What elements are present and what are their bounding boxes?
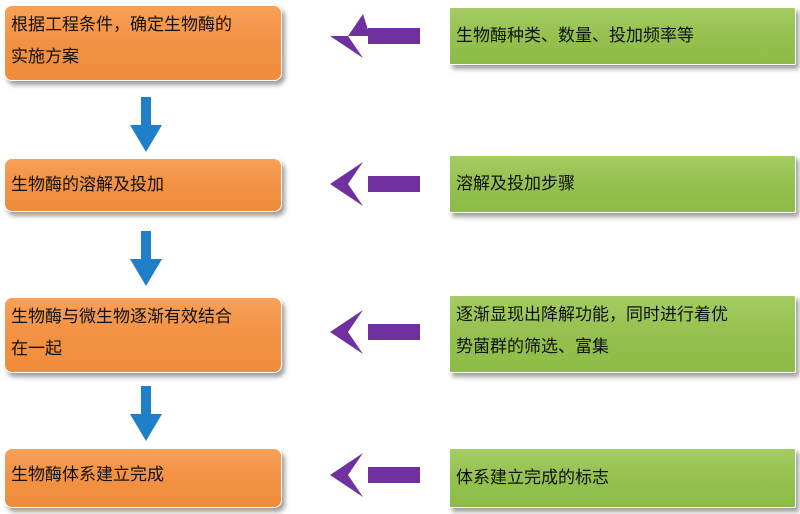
- step-box-complete: 生物酶体系建立完成: [4, 448, 282, 508]
- step-box-plan: 根据工程条件，确定生物酶的 实施方案: [4, 5, 282, 81]
- down-arrow-icon: [130, 97, 162, 152]
- left-arrow-icon: [330, 453, 420, 497]
- step-box-combine: 生物酶与微生物逐渐有效结合 在一起: [4, 297, 282, 373]
- note-text: 溶解及投加步骤: [456, 174, 575, 194]
- step-text: 生物酶体系建立完成: [11, 465, 164, 485]
- step-text: 在一起: [11, 339, 62, 359]
- step-box-dissolve: 生物酶的溶解及投加: [4, 158, 282, 212]
- note-text: 体系建立完成的标志: [456, 468, 609, 488]
- left-arrow-icon: [330, 14, 420, 58]
- step-text: 实施方案: [11, 47, 79, 67]
- left-arrow-icon: [330, 162, 420, 206]
- step-text: 生物酶的溶解及投加: [11, 175, 164, 195]
- down-arrow-icon: [130, 386, 162, 441]
- note-box-complete: 体系建立完成的标志: [449, 448, 796, 508]
- note-box-combine: 逐渐显现出降解功能，同时进行着优 势菌群的筛选、富集: [449, 295, 796, 373]
- note-box-plan: 生物酶种类、数量、投加频率等: [449, 7, 796, 65]
- left-arrow-icon: [330, 310, 420, 354]
- step-text: 生物酶与微生物逐渐有效结合: [11, 307, 232, 327]
- note-text: 生物酶种类、数量、投加频率等: [456, 26, 694, 46]
- note-text: 逐渐显现出降解功能，同时进行着优: [456, 305, 728, 325]
- note-text: 势菌群的筛选、富集: [456, 337, 609, 357]
- step-text: 根据工程条件，确定生物酶的: [11, 15, 232, 35]
- down-arrow-icon: [130, 231, 162, 286]
- note-box-dissolve: 溶解及投加步骤: [449, 155, 796, 213]
